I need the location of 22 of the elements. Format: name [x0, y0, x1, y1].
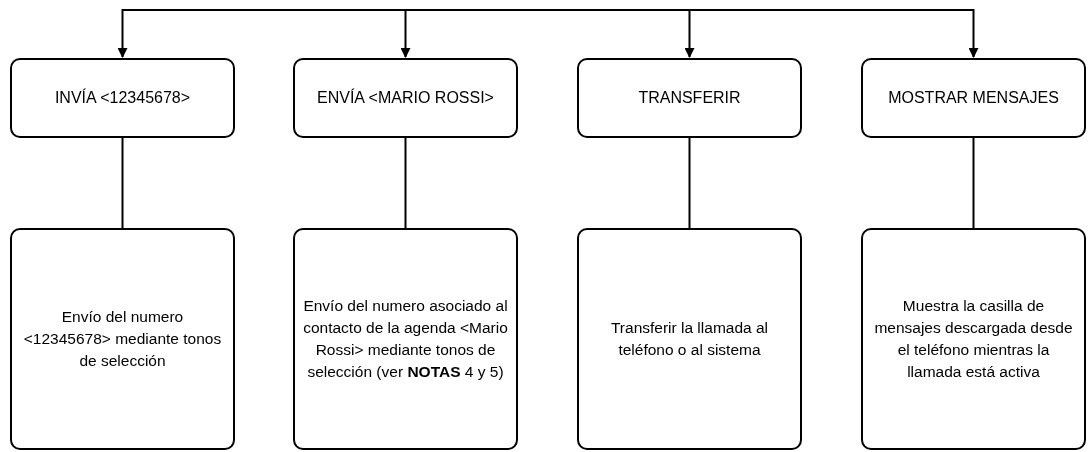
connector-line [688, 137, 691, 229]
function-box [10, 58, 235, 138]
function-label: TRANSFERIR [638, 88, 741, 108]
function-box [861, 58, 1086, 138]
arrow [544, 9, 979, 58]
description-text: Envío del numero <12345678> mediante tonos de selección [22, 307, 223, 371]
function-label: ENVÍA <MARIO ROSSI> [317, 87, 494, 108]
description-box [861, 228, 1086, 450]
description-text: Envío del numero asociado al contacto de la agenda <Mario Rossi> mediante tonos de selección (ver NOTAS 4 y 5) [303, 296, 508, 382]
arrow [400, 9, 546, 58]
function-label: MOSTRAR MENSAJES [888, 88, 1059, 108]
function-label: INVÍA <12345678> [54, 87, 191, 108]
connector-line [404, 137, 407, 229]
function-box [577, 58, 802, 138]
description-text: Transferir la llamada al teléfono o al sistema [609, 318, 770, 360]
function-box [293, 58, 518, 138]
description-text: Muestra la casilla de mensajes descargada desde el teléfono mientras la llamada está activa [873, 296, 1074, 382]
connector-line [121, 137, 124, 229]
description-box [10, 228, 235, 450]
connector-line [972, 137, 975, 229]
description-box [577, 228, 802, 450]
description-box [293, 228, 518, 450]
